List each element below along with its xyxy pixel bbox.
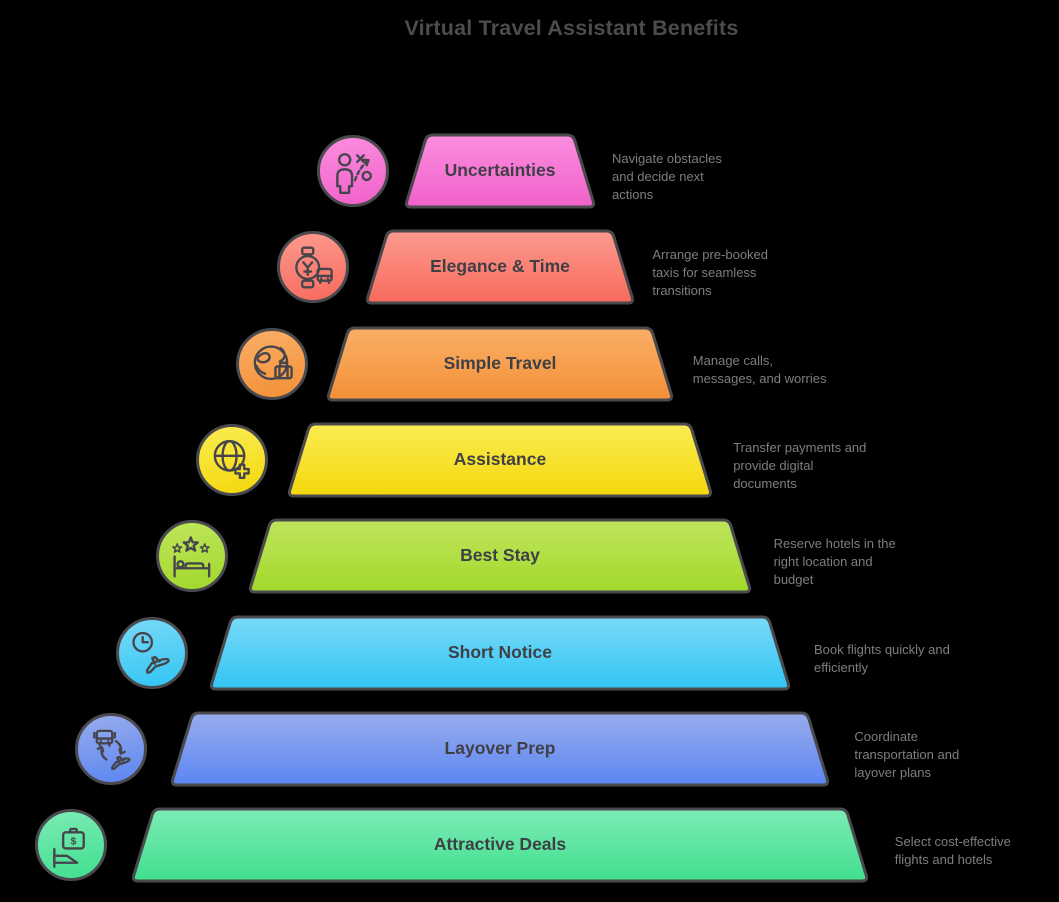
pyramid-level-label: Uncertainties (444, 160, 556, 180)
pyramid-level-shape (209, 615, 791, 690)
pyramid-level-description: Transfer payments and provide digital do… (733, 439, 867, 491)
globe-plus-icon (196, 423, 269, 496)
pyramid-level-label: Short Notice (447, 641, 553, 662)
strategy-icon-glyph (335, 152, 372, 194)
strategy-icon (317, 135, 389, 207)
clock-plane-icon-glyph (132, 631, 170, 674)
svg-text:$: $ (71, 836, 77, 847)
pyramid-level-description: Coordinate transportation and layover pl… (854, 728, 960, 780)
pyramid-level-label: Assistance (453, 448, 547, 469)
page-title: Virtual Travel Assistant Benefits (404, 16, 739, 40)
pyramid-level-shape (326, 326, 674, 402)
pyramid-level-shape (404, 133, 596, 209)
pyramid-level-label: Layover Prep (444, 737, 556, 758)
globe-luggage-icon-glyph (253, 345, 293, 381)
pyramid-level-shape (131, 807, 869, 883)
watch-taxi-icon-glyph (295, 246, 333, 289)
pyramid-level-label: Simple Travel (443, 352, 557, 373)
globe-luggage-icon (236, 327, 309, 400)
stars-bed-icon-glyph (172, 535, 211, 578)
pyramid-level-shape (248, 518, 752, 594)
pyramid-level-description: Arrange pre-booked taxis for seamless tr… (652, 247, 769, 299)
pyramid-level-description: Reserve hotels in the right location and… (773, 536, 896, 588)
clock-plane-icon (115, 616, 188, 689)
pyramid-level-description: Select cost-effective flights and hotels (894, 834, 1011, 868)
pyramid-level-shape (170, 711, 830, 787)
stars-bed-icon (155, 520, 228, 593)
pyramid-level-description: Navigate obstacles and decide next actio… (612, 151, 722, 202)
pyramid-level-label: Attractive Deals (433, 834, 567, 855)
globe-plus-icon-glyph (213, 440, 250, 480)
pyramid-level-label: Elegance & Time (430, 256, 570, 277)
pyramid-level-description: Manage calls, messages, and worries (692, 352, 827, 386)
pyramid-level-description: Book flights quickly and efficiently (814, 641, 950, 675)
briefcase-dollar-icon-glyph: $ (53, 827, 86, 868)
pyramid-level-shape (287, 422, 713, 498)
bus-plane-transfer-icon-glyph (92, 729, 131, 771)
pyramid-level-shape (365, 229, 635, 305)
watch-taxi-icon (276, 231, 349, 304)
briefcase-dollar-icon: $ (34, 809, 107, 882)
bus-plane-transfer-icon (75, 712, 148, 785)
pyramid-level-label: Best Stay (460, 545, 540, 566)
